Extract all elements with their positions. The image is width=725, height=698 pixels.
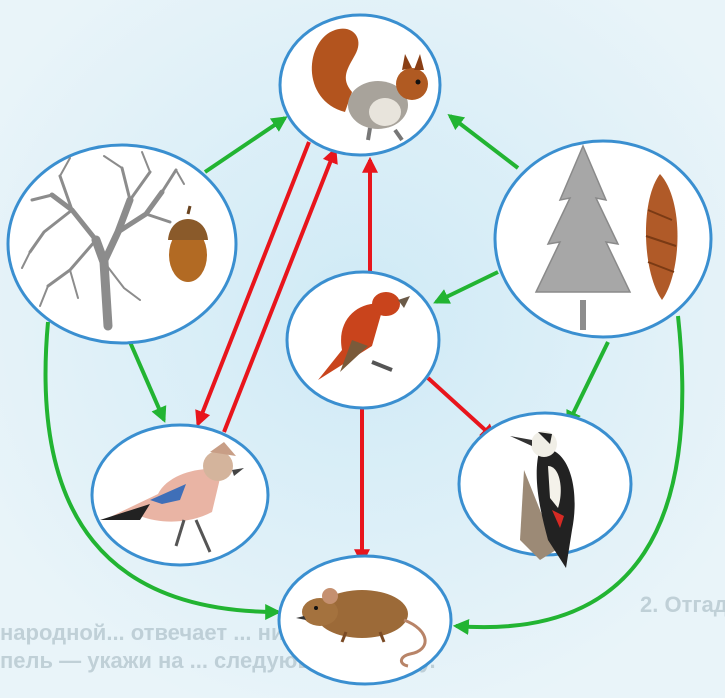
node-woodpecker: [457, 411, 633, 568]
arrows: [43, 114, 685, 635]
arrow-jay-to-squirrel: [222, 147, 338, 433]
crossbill-icon: [318, 292, 410, 380]
oak-tree-icon: [21, 151, 185, 331]
woodpecker-icon: [510, 431, 575, 568]
arrow-spruce-to-squirrel: [447, 114, 520, 170]
acorn-icon: [168, 205, 208, 282]
arrow-spruce-to-crossbill: [433, 270, 499, 304]
pine-cone-icon: [645, 174, 678, 300]
arrow-oak-to-jay: [128, 341, 167, 423]
node-oak: [6, 143, 238, 345]
node-mouse: [277, 554, 453, 686]
node-squirrel: [278, 13, 442, 157]
arrow-oak-to-mouse: [43, 321, 282, 620]
page-text-line-1: 2. Отгадай загадку... загадке найди: [640, 592, 725, 617]
spruce-tree-icon: [534, 144, 632, 330]
arrow-spruce-to-mouse: [452, 315, 685, 635]
node-spruce: [493, 139, 713, 339]
mouse-icon: [296, 588, 427, 668]
squirrel-icon: [311, 28, 428, 142]
arrow-spruce-to-woodpecker: [566, 341, 610, 427]
jay-icon: [100, 442, 244, 553]
node-crossbill: [285, 270, 441, 410]
arrow-crossbill-to-woodpecker: [426, 376, 497, 441]
arrow-squirrel-to-jay: [195, 141, 311, 427]
arrow-oak-to-squirrel: [203, 116, 288, 174]
node-jay: [90, 423, 270, 567]
